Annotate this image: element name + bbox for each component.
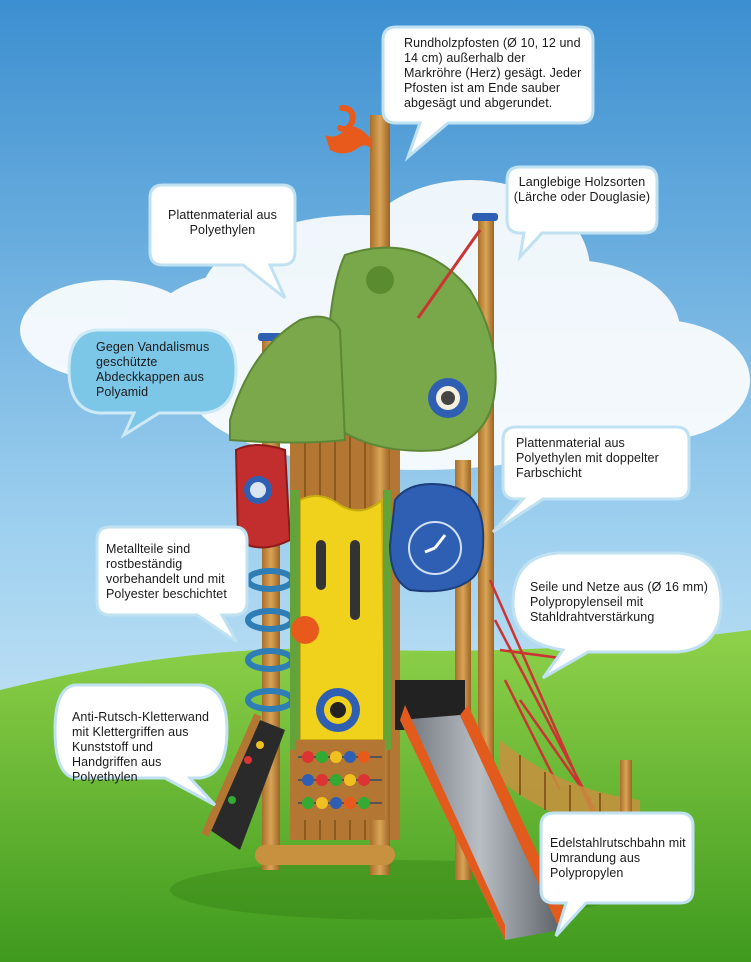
panel-trim [383,490,391,750]
base-log [255,845,395,865]
callout-caps: Gegen Vandalismus geschützte Abdeckkappe… [64,325,239,439]
rope [416,229,482,319]
callout-metal: Metallteile sind rostbeständig vorbehand… [92,522,252,644]
post-hole [366,266,394,294]
callout-ropes: Seile und Netze aus (Ø 16 mm) Polypropyl… [508,548,724,680]
callout-climbing-wall: Anti-Rutsch-Kletterwand mit Klettergriff… [50,680,230,807]
callout-plate-material: Plattenmaterial aus Polyethylen [145,180,300,300]
rope-bridge [500,740,640,830]
panel-trim [290,490,300,750]
porthole-icon [428,378,468,418]
callout-slide: Edelstahlrutschbahn mit Umrandung aus Po… [536,808,698,938]
post-back-right [478,218,494,778]
blue-panel [388,483,485,593]
post-cap [472,213,498,221]
handle [291,616,319,644]
callout-double-layer: Plattenmaterial aus Polyethylen mit dopp… [491,422,694,534]
flag-icon [325,126,372,154]
roof-panel-left [229,315,347,444]
clock-icon [408,521,462,575]
abacus [295,740,385,820]
callout-posts: Rundholzpfosten (Ø 10, 12 und 14 cm) auß… [378,22,598,162]
porthole-icon [316,688,360,732]
climbing-wall [210,720,285,850]
callout-woods: Langlebige Holzsorten (Lärche oder Dougl… [502,162,662,262]
